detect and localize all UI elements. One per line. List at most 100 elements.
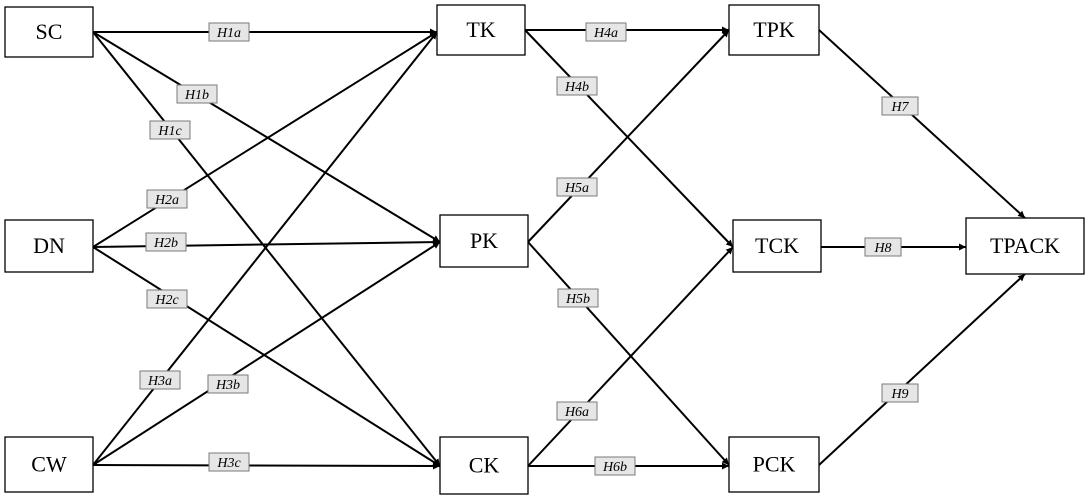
node-pk: PK [439,214,529,268]
node-label-cw: CW [31,452,67,477]
node-dn: DN [4,219,94,273]
node-sc: SC [4,6,94,58]
edge-label-box [881,383,919,403]
edge-label-box [594,456,636,476]
edge-label-box [149,120,191,140]
arrow-pck-to-tpack [818,273,1026,466]
node-box-sc [4,6,94,58]
node-tk: TK [436,4,526,56]
edge-label-text: H9 [890,387,908,402]
node-tpk: TPK [728,4,820,56]
node-box-cw [4,436,94,493]
node-label-tpack: TPACK [990,233,1060,258]
edge-label-h1b: H1b [176,84,218,104]
arrow-cw-to-pk [92,241,441,466]
edge-label-h6a: H6a [556,401,598,421]
node-label-tck: TCK [755,233,799,258]
edge-label-box [139,370,181,390]
edge-label-box [207,374,249,394]
edge-label-box [146,289,188,309]
node-tpack: TPACK [965,217,1085,275]
edge-label-box [557,288,599,308]
edge-label-text: H5b [565,292,590,307]
arrow-pk-to-pck [527,241,730,466]
node-box-tck [732,219,822,273]
edge-label-box [881,96,919,116]
node-label-pck: PCK [753,452,796,477]
edge-label-box [556,401,598,421]
edge-label-box [864,237,902,257]
edge-label-text: H4a [593,26,618,41]
edge-label-box [146,189,188,209]
edge-label-text: H3c [216,456,241,471]
arrow-pk-to-tpk [527,29,730,243]
edge-label-box [176,84,218,104]
edge-label-text: H1c [157,124,182,139]
edge-label-h2b: H2b [145,232,187,252]
edge-label-box [208,22,250,42]
node-box-tpack [965,217,1085,275]
arrow-tk-to-tck [524,29,734,248]
edge-label-text: H8 [873,241,891,256]
node-box-pk [439,214,529,268]
node-label-pk: PK [470,228,498,253]
edge-label-text: H2b [153,236,178,251]
arrow-tpk-to-tpack [818,29,1026,219]
edge-label-text: H4b [564,80,589,95]
edge-label-h6b: H6b [594,456,636,476]
edge-label-h8: H8 [864,237,902,257]
node-label-tk: TK [466,17,495,42]
arrow-cw-to-ck [92,462,441,470]
edge-label-h3c: H3c [208,452,250,472]
arrow-sc-to-ck [92,31,441,467]
arrow-dn-to-ck [92,246,441,467]
edge-label-box [208,452,250,472]
edge-label-text: H6a [564,405,589,420]
edge-label-text: H2a [154,193,179,208]
edge-label-h4b: H4b [556,76,598,96]
node-box-pck [728,436,820,493]
node-box-ck [439,436,529,495]
edge-label-box [556,76,598,96]
arrow-ck-to-tck [527,246,734,467]
edge-label-text: H1b [184,88,209,103]
edge-label-h4a: H4a [585,22,627,42]
node-label-sc: SC [36,19,63,44]
edge-label-h9: H9 [881,383,919,403]
edge-label-text: H3a [147,374,172,389]
edge-label-h3a: H3a [139,370,181,390]
edge-label-h3b: H3b [207,374,249,394]
edge-label-h2a: H2a [146,189,188,209]
edge-label-text: H3b [215,378,240,393]
edge-label-box [585,22,627,42]
node-label-ck: CK [469,453,500,478]
edges-layer [92,26,1026,470]
edge-label-text: H1a [216,26,241,41]
edge-label-h7: H7 [881,96,919,116]
edge-label-h1c: H1c [149,120,191,140]
edge-label-text: H2c [154,293,179,308]
node-label-dn: DN [33,233,65,258]
edge-label-text: H6b [602,460,627,475]
edge-label-box [556,177,598,197]
edge-label-h5a: H5a [556,177,598,197]
edge-label-box [145,232,187,252]
node-pck: PCK [728,436,820,493]
edge-label-text: H7 [890,100,909,115]
edge-label-text: H5a [564,181,589,196]
node-box-tk [436,4,526,56]
arrow-dn-to-tk [92,31,438,248]
edge-label-h5b: H5b [557,288,599,308]
arrow-cw-to-tk [92,31,438,466]
node-ck: CK [439,436,529,495]
edge-label-h2c: H2c [146,289,188,309]
edge-label-h1a: H1a [208,22,250,42]
node-cw: CW [4,436,94,493]
node-box-dn [4,219,94,273]
arrow-sc-to-pk [92,31,441,243]
nodes-layer: SC DN CW TK PK CK TPK TCK PCK TPACK [4,4,1085,495]
node-box-tpk [728,4,820,56]
node-tck: TCK [732,219,822,273]
